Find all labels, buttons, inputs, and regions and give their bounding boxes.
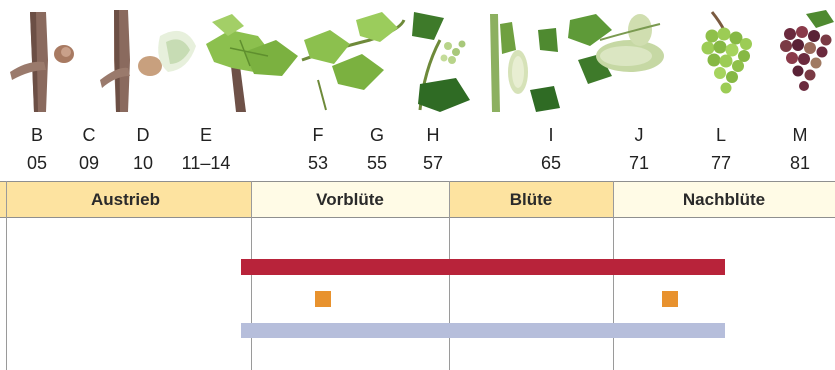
stage-code: 65 [541,153,561,173]
stage-code: 10 [133,153,153,173]
stage-m-image [780,10,834,91]
growth-stage-illustrations [0,0,835,120]
stage-code: 71 [629,153,649,173]
grid-line [251,181,252,370]
phase-bluete: Blüte [449,182,613,217]
stage-letter: M [793,125,808,145]
stage-letter: H [427,125,440,145]
stage-code: 55 [367,153,387,173]
treatment-bar-blue [241,323,725,338]
stage-cd-image [100,10,196,112]
stage-b-image [10,12,74,112]
grid-line [449,181,450,370]
stage-code: 77 [711,153,731,173]
stage-code: 11–14 [182,153,231,173]
phase-header-row: Austrieb Vorblüte Blüte Nachblüte [0,181,835,218]
stage-h-image [412,12,470,112]
stage-letter: D [137,125,150,145]
stage-code: 05 [27,153,47,173]
stage-code: 53 [308,153,328,173]
stage-l-image [702,12,753,94]
stage-letter: E [200,125,212,145]
treatment-marker [315,291,331,307]
stage-i-image [490,14,560,112]
stage-code: 09 [79,153,99,173]
stage-code: 81 [790,153,810,173]
stage-letter: G [370,125,384,145]
phase-nachbluete: Nachblüte [613,182,835,217]
treatment-marker [662,291,678,307]
stage-letter: C [83,125,96,145]
stage-fg-image [302,12,404,110]
phase-austrieb: Austrieb [0,182,251,217]
stage-letter: I [548,125,553,145]
stage-j-image [568,14,664,84]
stage-letter: L [716,125,726,145]
stage-letter: F [313,125,324,145]
stage-letter: B [31,125,43,145]
grid-line [613,181,614,370]
treatment-bar-red [241,259,725,275]
phase-vorbluete: Vorblüte [251,182,449,217]
grid-line [6,181,7,370]
stage-code: 57 [423,153,443,173]
stage-letter: J [635,125,644,145]
stage-e-image [206,14,298,112]
